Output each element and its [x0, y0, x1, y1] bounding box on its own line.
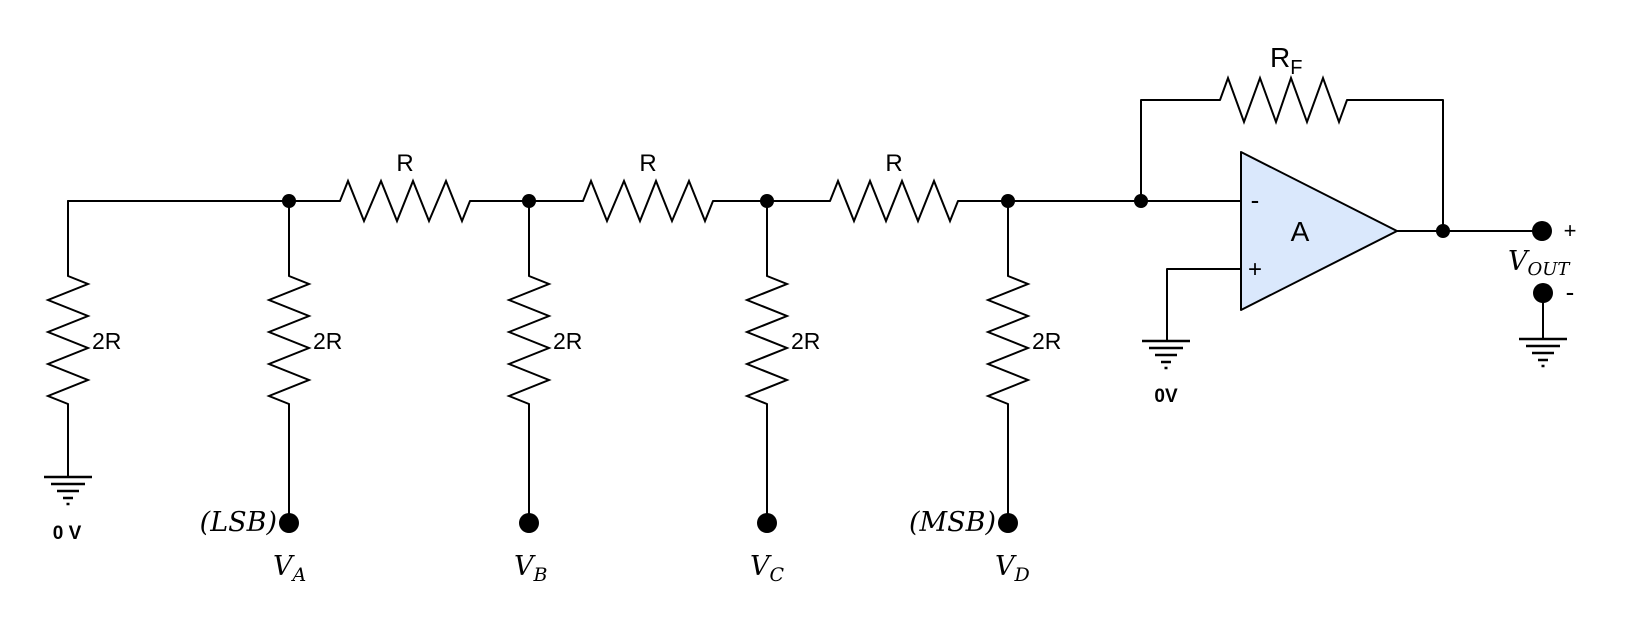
label-input-vb-sub: B — [533, 564, 548, 586]
label-lsb-tag: (LSB) — [200, 507, 277, 538]
label-shunt-resistor-3: 2R — [553, 328, 582, 354]
resistor-shunt-2r-termination — [45, 275, 91, 405]
label-input-vd-sub: D — [1014, 564, 1030, 586]
label-opamp-inverting-input: - — [1251, 185, 1260, 215]
label-shunt-resistor-1: 2R — [92, 328, 121, 354]
opamp-triangle — [1240, 151, 1398, 311]
label-opamp-noninverting-input: + — [1248, 256, 1262, 283]
label-series-resistor-3: R — [885, 150, 902, 177]
resistor-series-r2 — [582, 178, 714, 224]
resistor-series-r3 — [829, 178, 959, 224]
label-shunt-resistor-5: 2R — [1032, 328, 1061, 354]
resistor-shunt-2r-vb — [506, 275, 552, 405]
junction-dot-output-node — [1436, 224, 1450, 238]
label-ground-opamp: 0V — [1154, 386, 1178, 407]
terminal-dot-vb — [519, 513, 539, 533]
label-series-resistor-2: R — [639, 150, 656, 177]
label-input-vb: VB — [514, 551, 548, 586]
junction-dot-vc-node — [760, 194, 774, 208]
label-input-vd-main: V — [995, 551, 1017, 582]
ground-symbol-vout — [1519, 337, 1567, 368]
label-msb-tag: (MSB) — [909, 507, 996, 538]
ground-symbol-opamp — [1142, 339, 1190, 370]
terminal-dot-va — [279, 513, 299, 533]
label-vout-sub: OUT — [1528, 259, 1572, 280]
label-input-va-main: V — [273, 551, 295, 582]
resistor-feedback-rf — [1219, 74, 1348, 126]
resistor-series-r1 — [339, 178, 471, 224]
label-input-vc-sub: C — [770, 564, 785, 586]
junction-dot-va-node — [282, 194, 296, 208]
label-ground-left: 0 V — [53, 523, 82, 544]
wire-feedback-loop — [1140, 99, 1444, 232]
junction-dot-vb-node — [522, 194, 536, 208]
ground-symbol-left — [44, 475, 92, 506]
label-vout-main: V — [1508, 246, 1530, 277]
terminal-dot-vout-minus — [1533, 283, 1553, 303]
wire-noninverting-to-ground — [1166, 268, 1242, 342]
label-vout-plus: + — [1564, 218, 1577, 243]
label-series-resistor-1: R — [396, 150, 413, 177]
label-feedback-resistor-main: R — [1270, 42, 1290, 73]
label-input-va-sub: A — [291, 564, 307, 586]
label-shunt-resistor-2: 2R — [313, 328, 342, 354]
junction-dot-inverting-node — [1134, 194, 1148, 208]
junction-dot-vd-node — [1001, 194, 1015, 208]
label-shunt-resistor-4: 2R — [791, 328, 820, 354]
label-input-va: VA — [273, 551, 306, 586]
terminal-dot-vout-plus — [1532, 221, 1552, 241]
label-input-vd: VD — [995, 551, 1030, 586]
label-feedback-resistor-sub: F — [1290, 57, 1302, 79]
resistor-shunt-2r-va — [266, 275, 312, 405]
label-vout: VOUT — [1508, 246, 1571, 280]
label-input-vc: VC — [750, 551, 785, 586]
label-feedback-resistor: RF — [1270, 42, 1302, 79]
resistor-shunt-2r-vc — [744, 275, 790, 405]
terminal-dot-vd — [998, 513, 1018, 533]
terminal-dot-vc — [757, 513, 777, 533]
label-opamp-gain: A — [1291, 216, 1310, 247]
label-input-vb-main: V — [514, 551, 536, 582]
label-input-vc-main: V — [750, 551, 772, 582]
label-vout-minus: - — [1566, 277, 1575, 307]
resistor-shunt-2r-vd — [985, 275, 1031, 405]
